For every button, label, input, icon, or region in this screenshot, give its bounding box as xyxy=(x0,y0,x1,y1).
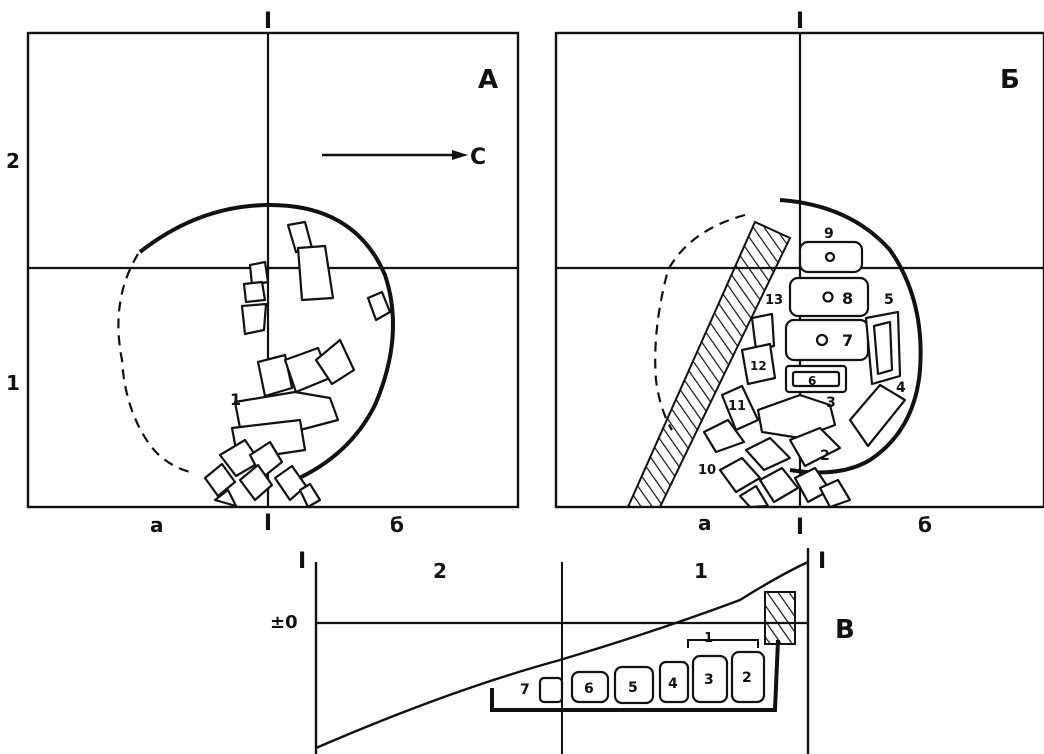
slab-label-9: 9 xyxy=(824,226,834,242)
hatched-wall xyxy=(626,220,792,508)
pit-floor xyxy=(490,639,780,712)
slab-label-2: 2 xyxy=(820,448,830,464)
slab-label-3: 3 xyxy=(826,395,836,411)
panel-a-row-2-label: 2 xyxy=(6,149,20,173)
slab-label-12: 12 xyxy=(750,359,767,373)
section-slab-label-2: 2 xyxy=(742,670,752,686)
section-slab-2 xyxy=(730,650,766,704)
panel-a-letter: А xyxy=(478,65,498,95)
section-slab-3 xyxy=(691,654,729,704)
panel-v-letter: В xyxy=(835,615,855,645)
slabs-panel-b xyxy=(702,240,907,509)
slab-4 xyxy=(848,383,907,448)
stones-panel-a xyxy=(203,220,392,509)
section-slab-label-6: 6 xyxy=(584,681,594,697)
panel-b: I I Б а б 2 3 4 5 6 7 8 9 10 11 12 13 xyxy=(554,9,1044,540)
slab-12 xyxy=(740,342,777,386)
slab-11 xyxy=(720,384,760,432)
north-arrow-head xyxy=(452,150,468,160)
pit-wall-edge-b xyxy=(779,198,923,475)
section-slab-label-4: 4 xyxy=(668,676,678,692)
slab-label-11: 11 xyxy=(728,399,746,414)
slab-label-8: 8 xyxy=(842,289,853,308)
panel-b-axis-bottom-label: I xyxy=(796,515,804,540)
section-slab-label-5: 5 xyxy=(628,680,638,696)
panel-a-col-a-label: а xyxy=(150,513,164,537)
ground-surface-line xyxy=(315,560,809,750)
pit-dashed-outline-b xyxy=(654,213,746,431)
slab-label-4: 4 xyxy=(896,380,906,396)
pit-dashed-outline xyxy=(117,253,191,474)
slab-label-5: 5 xyxy=(884,292,894,308)
marker-1-label: 1 xyxy=(704,631,713,646)
slab-label-10: 10 xyxy=(698,463,716,478)
section-slab-4 xyxy=(658,660,690,704)
slab-label-13: 13 xyxy=(765,293,783,308)
panel-v-section: I I ±0 2 1 В 1 7 6 5 4 3 2 xyxy=(270,548,855,754)
section-slab-label-7: 7 xyxy=(520,682,530,698)
section-axis-left-label: I xyxy=(298,549,306,574)
panel-a-frame xyxy=(26,31,520,509)
panel-a-axis-top-label: I xyxy=(264,9,272,34)
slab-3 xyxy=(756,393,837,440)
panel-a: I I А 2 1 а б С 1 xyxy=(6,9,520,537)
slab-2 xyxy=(788,426,842,468)
section-slab-label-3: 3 xyxy=(704,672,714,688)
section-wall-hatch xyxy=(764,591,796,645)
panel-a-col-b-label: б xyxy=(390,513,404,537)
panel-b-letter: Б xyxy=(1000,65,1020,95)
section-slabs xyxy=(538,650,766,705)
section-col-2-label: 2 xyxy=(433,559,447,583)
panel-b-col-a-label: а xyxy=(698,511,712,535)
zero-level-label: ±0 xyxy=(270,612,298,633)
panel-a-row-1-label: 1 xyxy=(6,371,20,395)
stone-1-label: 1 xyxy=(230,390,241,409)
slab-label-6: 6 xyxy=(808,374,816,388)
marker-1-bracket xyxy=(687,639,759,648)
panel-a-axis-bottom-label: I xyxy=(264,511,272,536)
section-col-1-label: 1 xyxy=(694,559,708,583)
north-arrow-label: С xyxy=(470,145,486,170)
section-slab-6 xyxy=(570,670,610,704)
section-axis-right-label: I xyxy=(818,549,826,574)
panel-b-col-b-label: б xyxy=(918,513,932,537)
section-slab-7 xyxy=(538,676,564,704)
pit-wall-edge xyxy=(138,202,395,482)
slab-13 xyxy=(750,312,776,352)
panel-b-axis-top-label: I xyxy=(796,9,804,34)
slab-label-7: 7 xyxy=(842,331,853,350)
section-slab-5 xyxy=(613,665,655,705)
